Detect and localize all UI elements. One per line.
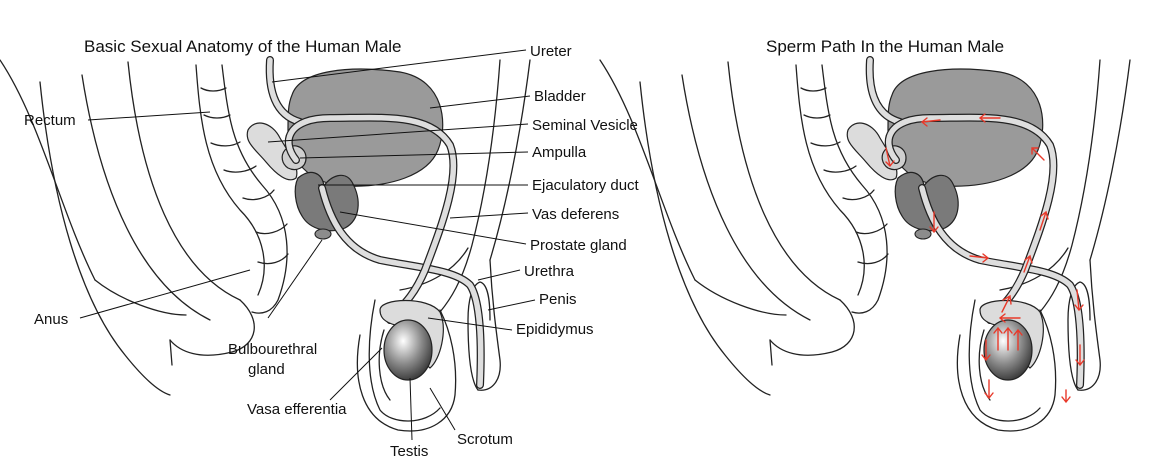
label-ejaculatory-duct: Ejaculatory duct — [532, 177, 640, 194]
right-panel: Sperm Path In the Human Male — [600, 37, 1130, 431]
label-ampulla: Ampulla — [532, 144, 587, 161]
label-urethra: Urethra — [524, 263, 575, 280]
label-seminal-vesicle: Seminal Vesicle — [532, 117, 638, 134]
label-ureter: Ureter — [530, 43, 572, 60]
bulbourethral-leader — [268, 240, 322, 318]
sperm-path-illustration — [600, 60, 1130, 431]
sperm-arrow — [985, 380, 993, 398]
label-epididymus: Epididymus — [516, 321, 594, 338]
label-vas-deferens: Vas deferens — [532, 206, 619, 223]
label-penis: Penis — [539, 291, 577, 308]
bladder-leader — [430, 96, 530, 108]
vasa-efferentia-leader — [330, 348, 382, 400]
label-scrotum: Scrotum — [457, 431, 513, 448]
label-bulbourethral: Bulbourethral — [228, 341, 317, 358]
anus-leader — [80, 270, 250, 318]
sperm-arrow — [1062, 390, 1070, 402]
label-rectum: Rectum — [24, 112, 76, 129]
label-vasa-efferentia: Vasa efferentia — [247, 401, 347, 418]
left-panel-title: Basic Sexual Anatomy of the Human Male — [84, 37, 402, 56]
label-bladder: Bladder — [534, 88, 586, 105]
label-testis: Testis — [390, 443, 428, 460]
label-anus: Anus — [34, 311, 68, 328]
urethra-leader — [478, 270, 520, 280]
penis-leader — [488, 300, 535, 310]
left-panel: Basic Sexual Anatomy of the Human Male U… — [0, 37, 640, 460]
right-panel-title: Sperm Path In the Human Male — [766, 37, 1004, 56]
vas-deferens-leader — [450, 213, 528, 218]
rectum-leader — [88, 112, 210, 120]
label-bulbourethral-gland: gland — [248, 361, 285, 378]
label-prostate-gland: Prostate gland — [530, 237, 627, 254]
